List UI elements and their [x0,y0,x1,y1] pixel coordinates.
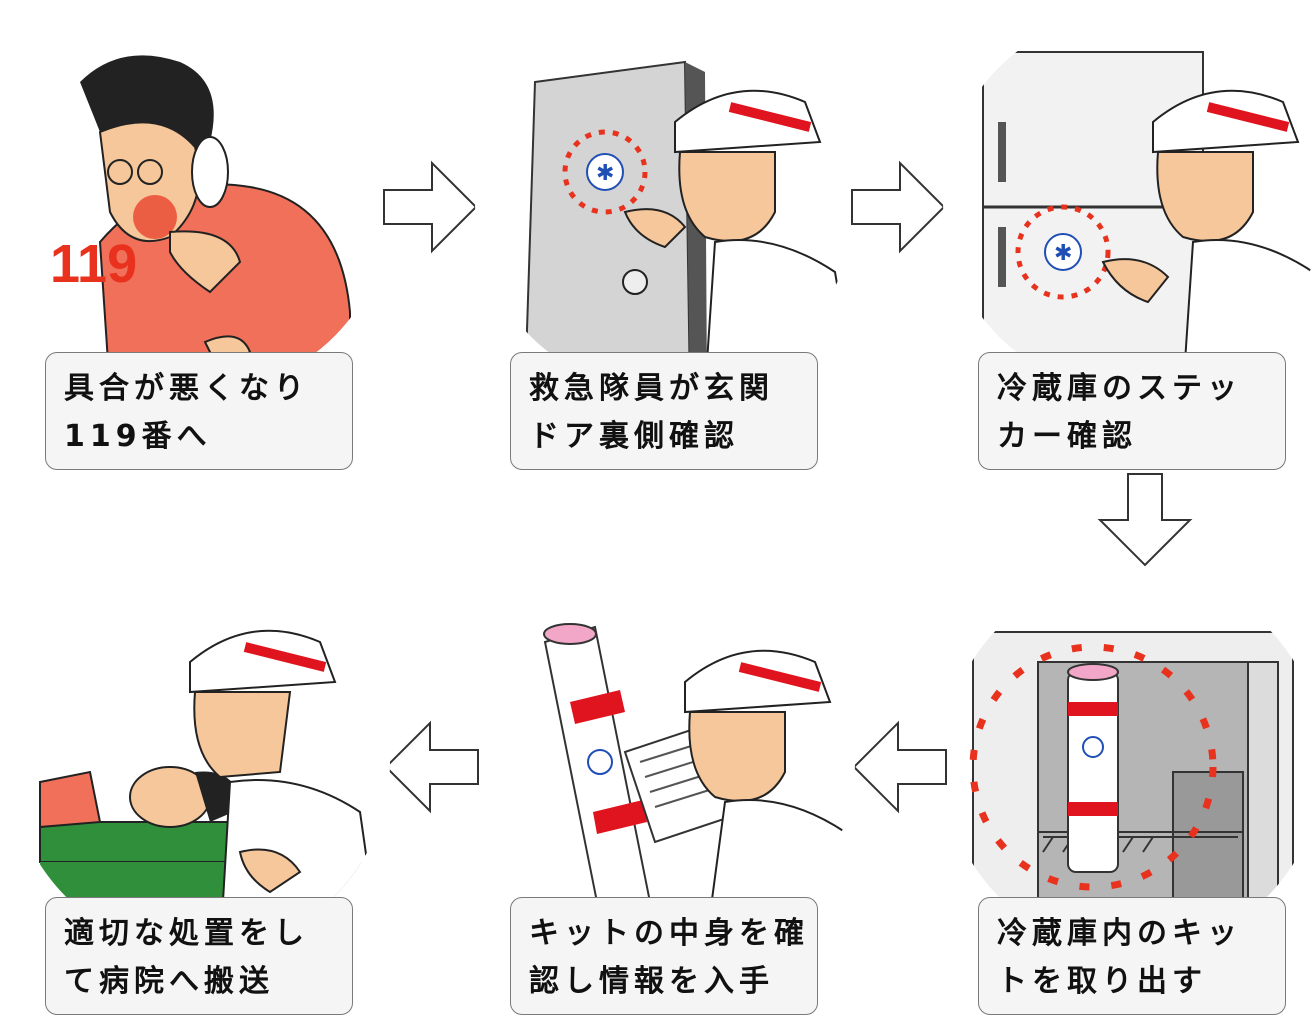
step3-line1: 冷蔵庫のステッ [997,371,1242,406]
step5-line1: キットの中身を確 [529,916,809,951]
paramedic-fridge-illustration: ✱ [982,51,1316,392]
svg-text:✱: ✱ [1054,241,1072,266]
svg-text:✱: ✱ [596,161,614,186]
step1-line1: 具合が悪くなり [64,371,309,406]
step5-line2: 認し情報を入手 [529,964,774,999]
step2-illustration: ✱ [475,12,855,392]
arrow-left-icon [852,720,947,814]
arrow-right-icon [851,160,946,254]
arrow-down-icon [1097,473,1193,567]
step3-illustration: ✱ [943,12,1316,392]
step1-illustration: 119 [10,12,390,392]
step2-caption: 救急隊員が玄関 ドア裏側確認 [510,352,818,470]
star-of-life-icon [587,749,613,775]
step3-caption: 冷蔵庫のステッ カー確認 [978,352,1286,470]
fridge-kit-illustration [969,631,1294,952]
step6-line2: て病院へ搬送 [64,964,274,999]
paramedic-kit-illustration [543,623,855,952]
paramedic-patient-illustration [39,629,390,952]
star-of-life-icon: ✱ [1015,204,1111,300]
step2-line2: ドア裏側確認 [529,419,739,454]
step4-line1: 冷蔵庫内のキッ [997,916,1242,951]
step1-line2: 119番へ [64,419,212,454]
phone-number-text: 119 [50,234,137,294]
woman-phone-illustration: 119 [50,55,351,392]
step6-illustration [10,572,390,952]
star-of-life-icon: ✱ [562,129,648,215]
paramedic-door-illustration: ✱ [523,60,855,392]
step4-line2: トを取り出す [997,964,1207,999]
step5-illustration [475,572,855,952]
step4-illustration [943,572,1316,952]
step5-caption: キットの中身を確 認し情報を入手 [510,897,818,1015]
star-of-life-icon [1082,736,1104,758]
step4-caption: 冷蔵庫内のキッ トを取り出す [978,897,1286,1015]
step1-caption: 具合が悪くなり 119番へ [45,352,353,470]
step6-caption: 適切な処置をし て病院へ搬送 [45,897,353,1015]
arrow-right-icon [383,160,478,254]
arrow-left-icon [384,720,479,814]
step3-line2: カー確認 [997,419,1137,454]
step2-line1: 救急隊員が玄関 [529,371,774,406]
step6-line1: 適切な処置をし [64,916,309,951]
